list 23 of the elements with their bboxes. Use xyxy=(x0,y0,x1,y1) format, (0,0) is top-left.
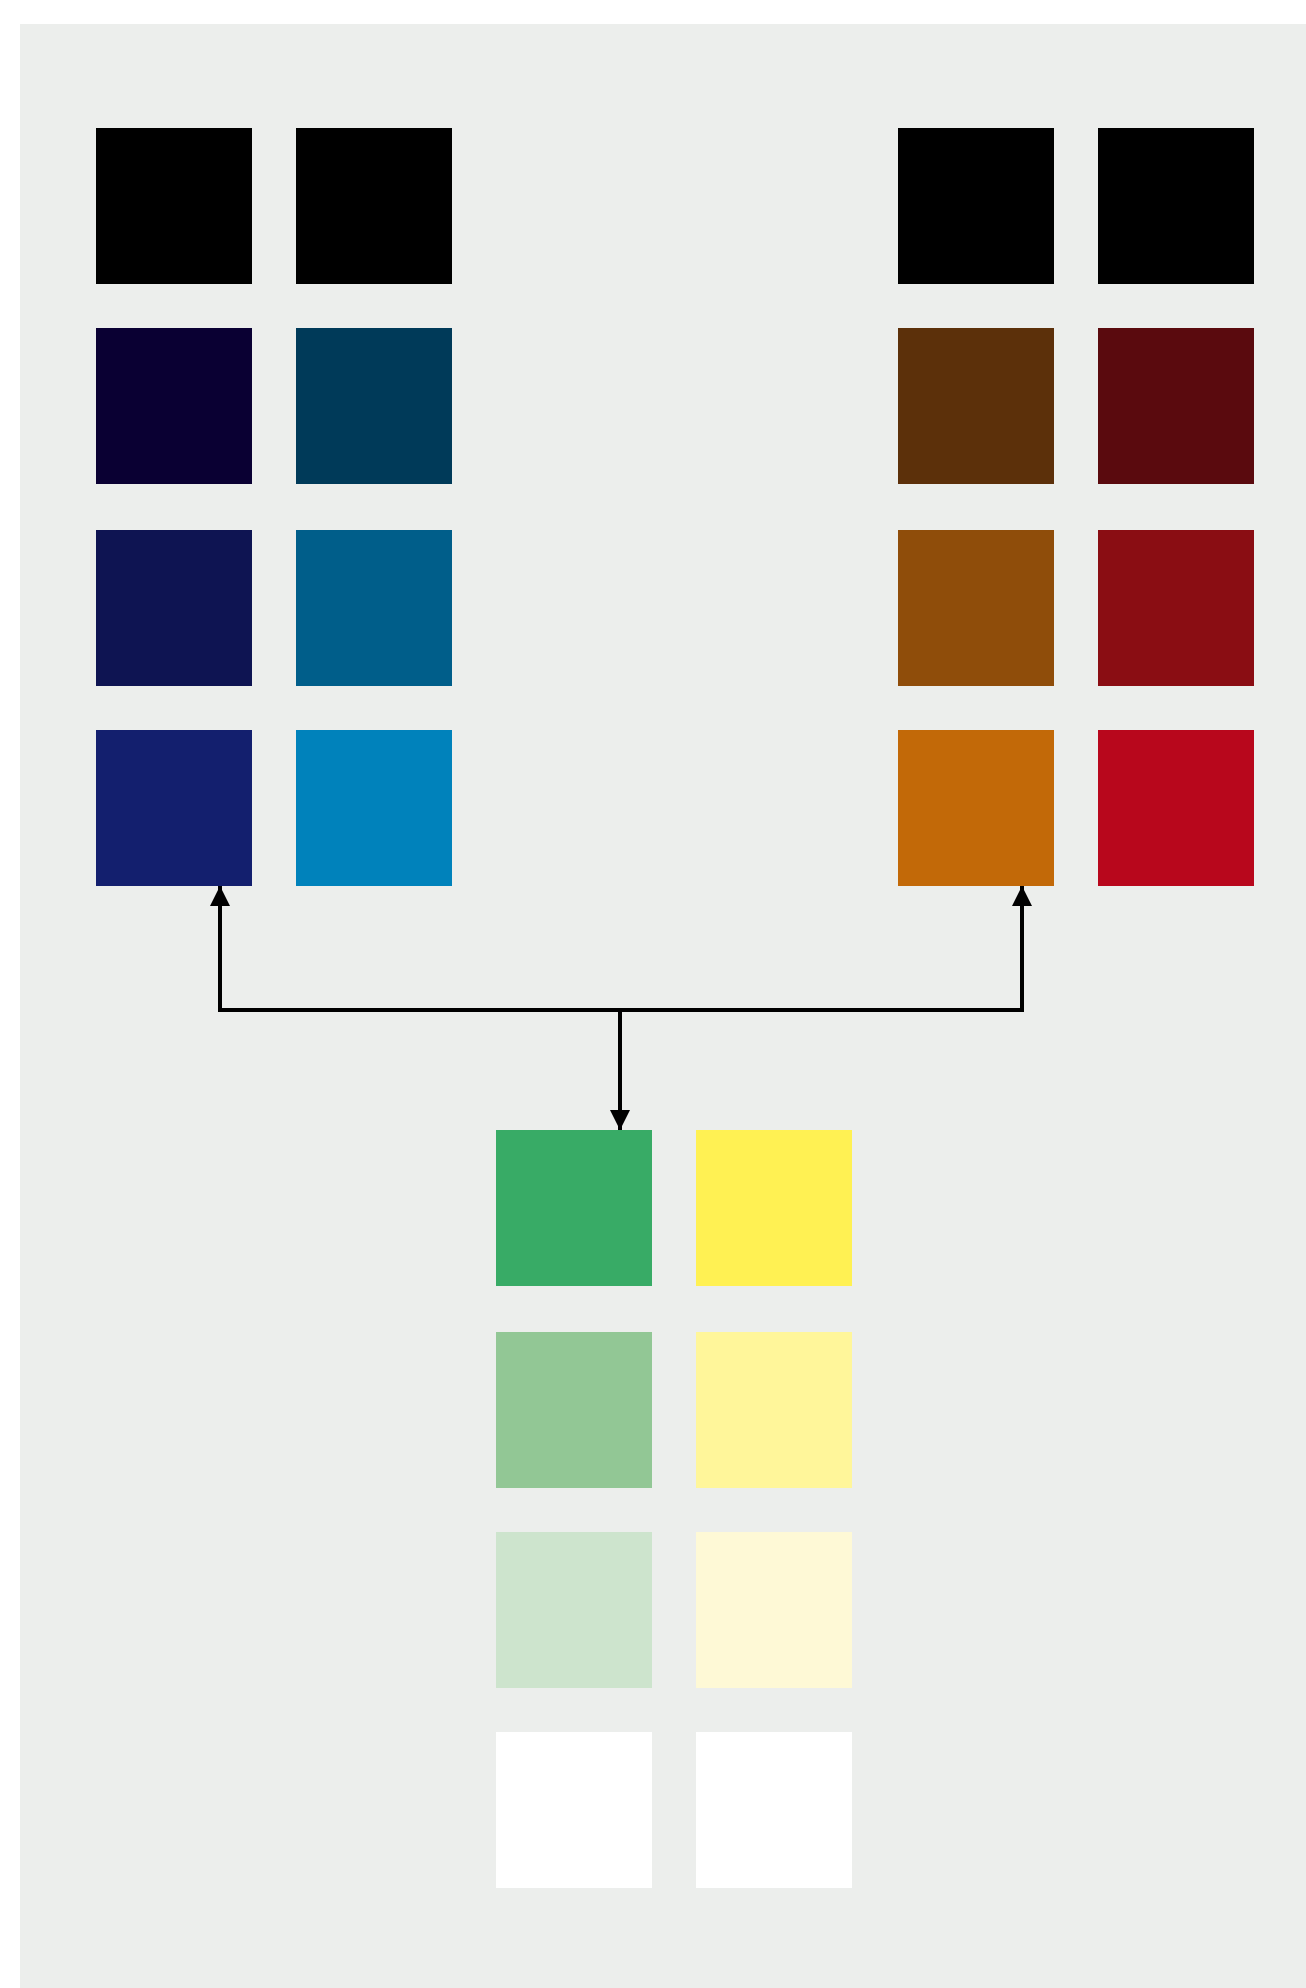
color-swatch xyxy=(96,328,252,484)
color-swatch xyxy=(898,328,1054,484)
color-swatch xyxy=(898,530,1054,686)
arrow xyxy=(670,886,1032,1012)
color-swatch xyxy=(898,730,1054,886)
color-swatch xyxy=(496,1532,652,1688)
color-swatch xyxy=(1098,530,1254,686)
color-swatch xyxy=(696,1130,852,1286)
color-swatch xyxy=(96,128,252,284)
color-swatch xyxy=(898,128,1054,284)
color-swatch xyxy=(1098,128,1254,284)
color-swatch xyxy=(1098,328,1254,484)
color-swatch xyxy=(296,328,452,484)
color-swatch xyxy=(296,730,452,886)
color-swatch xyxy=(296,128,452,284)
color-swatch xyxy=(496,1130,652,1286)
color-swatch xyxy=(1098,730,1254,886)
color-swatch xyxy=(96,730,252,886)
color-swatch xyxy=(96,530,252,686)
color-swatch xyxy=(496,1332,652,1488)
color-swatch xyxy=(696,1332,852,1488)
arrow xyxy=(610,1008,670,1130)
color-swatch xyxy=(296,530,452,686)
